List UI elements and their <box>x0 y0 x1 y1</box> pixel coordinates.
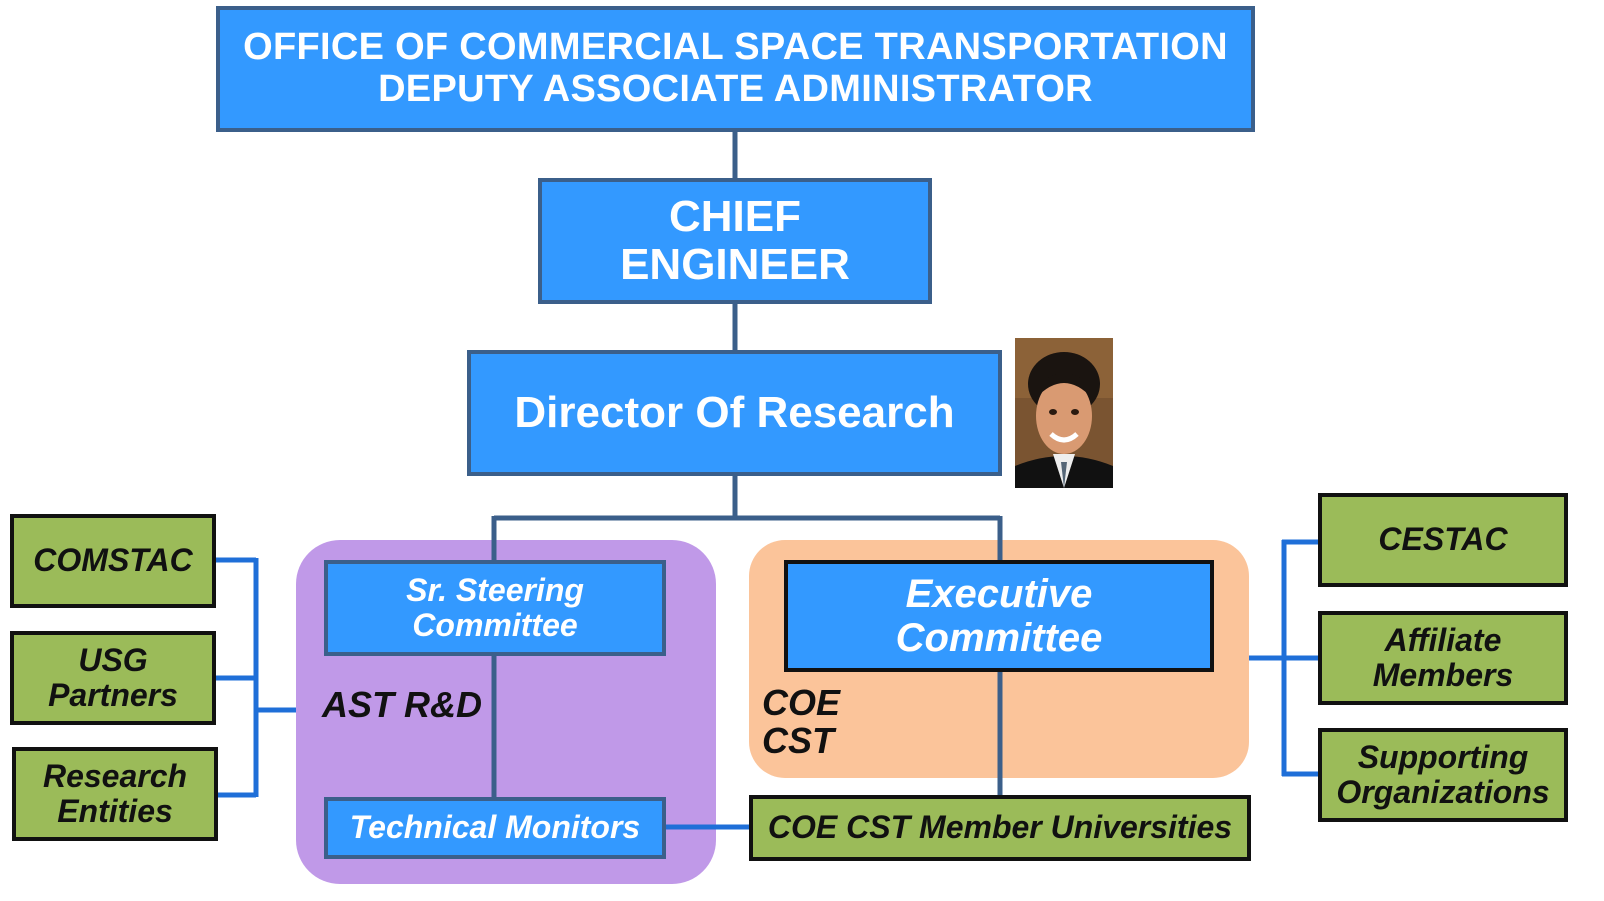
executive-line2: Committee <box>895 616 1103 660</box>
chief-engineer-box: CHIEF ENGINEER <box>538 178 932 304</box>
director-portrait <box>1015 338 1113 488</box>
partner-box-affiliate: Affiliate Members <box>1318 611 1568 705</box>
chief-engineer-line1: CHIEF <box>669 191 801 241</box>
office-box: OFFICE OF COMMERCIAL SPACE TRANSPORTATIO… <box>216 6 1255 132</box>
technical-monitors-box: Technical Monitors <box>324 797 666 859</box>
partner-label: CESTAC <box>1378 521 1508 558</box>
sr-steering-line1: Sr. Steering <box>406 571 584 608</box>
partner-box-comstac: COMSTAC <box>10 514 216 608</box>
executive-line1: Executive <box>905 572 1093 616</box>
partner-box-usg: USG Partners <box>10 631 216 725</box>
office-title-line1: OFFICE OF COMMERCIAL SPACE TRANSPORTATIO… <box>243 26 1228 69</box>
sr-steering-committee-box: Sr. Steering Committee <box>324 560 666 656</box>
partner-label-line1: USG <box>78 641 148 678</box>
partner-label-line1: Research <box>42 757 188 794</box>
ast-rd-label: AST R&D <box>322 684 482 725</box>
partner-label-line1: Supporting <box>1357 738 1529 775</box>
partner-label-line2: Members <box>1372 657 1514 693</box>
coe-cst-label: COE CST <box>762 684 840 760</box>
partner-box-cestac: CESTAC <box>1318 493 1568 587</box>
director-box: Director Of Research <box>467 350 1002 476</box>
partner-label-line2: Organizations <box>1336 774 1550 810</box>
member-universities-box: COE CST Member Universities <box>749 795 1251 861</box>
office-title-line2: DEPUTY ASSOCIATE ADMINISTRATOR <box>378 68 1093 110</box>
technical-monitors-label: Technical Monitors <box>349 809 641 846</box>
partner-label: COMSTAC <box>33 542 193 579</box>
partner-label-line2: Partners <box>48 677 178 713</box>
partner-box-research: Research Entities <box>12 747 218 841</box>
director-label: Director Of Research <box>514 387 955 437</box>
chief-engineer-line2: ENGINEER <box>620 240 850 289</box>
coe-label-line1: COE <box>762 682 841 723</box>
partner-box-supporting: Supporting Organizations <box>1318 728 1568 822</box>
partner-label-line2: Entities <box>57 793 173 829</box>
coe-label-line2: CST <box>762 719 834 761</box>
sr-steering-line2: Committee <box>412 607 578 643</box>
partner-label-line1: Affiliate <box>1384 621 1502 658</box>
executive-committee-box: Executive Committee <box>784 560 1214 672</box>
member-universities-label: COE CST Member Universities <box>767 809 1233 846</box>
